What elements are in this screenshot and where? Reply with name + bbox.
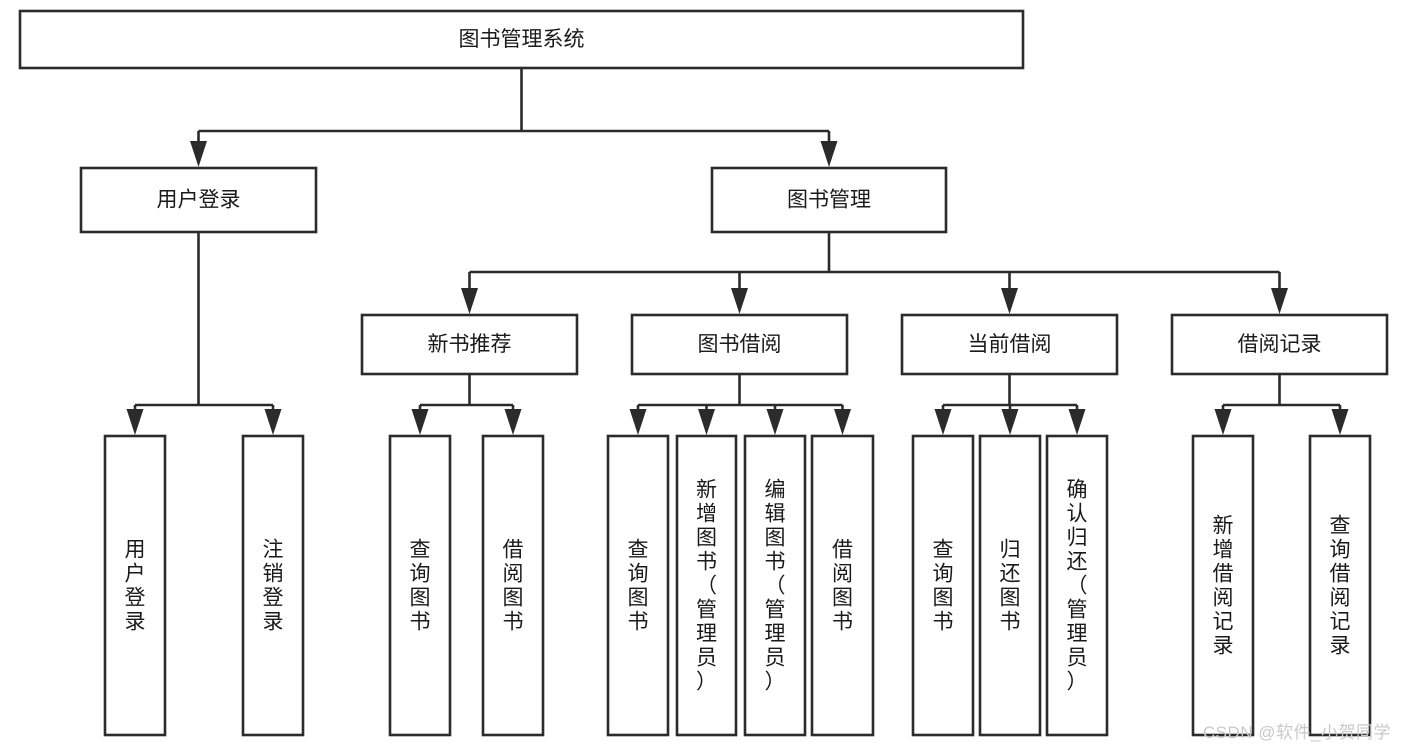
arrow-head-icon: [126, 409, 144, 435]
node-label: 新书推荐: [428, 333, 512, 356]
node-leaf-add-borrow-record[interactable]: 新增借阅记录: [1191, 434, 1255, 737]
node-label: 图书借阅: [698, 333, 782, 356]
node-box: [1308, 434, 1372, 737]
node-label: 查询图书: [628, 538, 649, 633]
node-box: [103, 434, 167, 737]
arrow-head-icon: [411, 409, 429, 435]
node-leaf-user-login[interactable]: 用户登录: [103, 434, 167, 737]
node-leaf-borrow-book[interactable]: 借阅图书: [810, 434, 875, 737]
node-label: 归还图书: [1000, 538, 1021, 633]
node-label: 新增借阅记录: [1213, 514, 1234, 657]
node-box: [743, 434, 807, 737]
arrow-head-icon: [629, 409, 647, 435]
node-leaf-query-book-current[interactable]: 查询图书: [911, 434, 975, 737]
node-leaf-confirm-return[interactable]: 确认归还（管理员）: [1045, 434, 1109, 737]
arrow-head-icon: [190, 141, 207, 167]
arrow-head-icon: [731, 288, 748, 314]
node-box: [388, 434, 452, 737]
node-label: 用户登录: [157, 189, 241, 212]
node-leaf-borrow-book-recommend[interactable]: 借阅图书: [481, 434, 545, 737]
node-label: 编辑图书（管理员）: [765, 478, 786, 693]
node-label: 查询借阅记录: [1330, 514, 1351, 657]
arrow-head-icon: [1331, 409, 1349, 435]
node-user-login[interactable]: 用户登录: [79, 166, 318, 234]
arrow-head-icon: [1271, 288, 1288, 314]
node-leaf-query-book-recommend[interactable]: 查询图书: [388, 434, 452, 737]
node-root[interactable]: 图书管理系统: [18, 9, 1025, 70]
node-leaf-logout[interactable]: 注销登录: [241, 434, 305, 737]
node-box: [360, 313, 579, 376]
node-label: 确认归还（管理员）: [1067, 478, 1088, 693]
node-box: [481, 434, 545, 737]
node-box: [710, 166, 948, 234]
node-leaf-query-borrow-record[interactable]: 查询借阅记录: [1308, 434, 1372, 737]
node-leaf-return-book[interactable]: 归还图书: [978, 434, 1042, 737]
node-box: [18, 9, 1025, 70]
edges-layer: [126, 68, 1349, 435]
node-leaf-add-book[interactable]: 新增图书（管理员）: [675, 434, 738, 737]
node-label: 借阅图书: [503, 538, 524, 633]
arrow-head-icon: [820, 141, 838, 167]
node-box: [630, 313, 849, 376]
node-box: [79, 166, 318, 234]
node-book-manage[interactable]: 图书管理: [710, 166, 948, 234]
node-box: [1170, 313, 1389, 376]
arrow-head-icon: [1001, 409, 1019, 435]
nodes-layer: 图书管理系统用户登录图书管理新书推荐图书借阅当前借阅借阅记录用户登录注销登录查询…: [18, 9, 1389, 737]
node-label: 新增图书（管理员）: [696, 478, 717, 693]
arrow-head-icon: [934, 409, 952, 435]
node-label: 查询图书: [410, 538, 431, 633]
arrow-head-icon: [766, 409, 784, 435]
node-current-borrow[interactable]: 当前借阅: [900, 313, 1119, 376]
node-box: [978, 434, 1042, 737]
node-box: [1191, 434, 1255, 737]
arrow-head-icon: [1068, 409, 1086, 435]
node-label: 借阅记录: [1238, 333, 1322, 356]
node-box: [810, 434, 875, 737]
node-label: 图书管理系统: [459, 28, 585, 51]
node-new-book-recommend[interactable]: 新书推荐: [360, 313, 579, 376]
node-borrow-record[interactable]: 借阅记录: [1170, 313, 1389, 376]
node-leaf-edit-book[interactable]: 编辑图书（管理员）: [743, 434, 807, 737]
arrow-head-icon: [264, 409, 282, 435]
node-box: [675, 434, 738, 737]
node-box: [606, 434, 670, 737]
node-box: [241, 434, 305, 737]
node-leaf-query-book-borrow[interactable]: 查询图书: [606, 434, 670, 737]
node-label: 用户登录: [125, 538, 146, 633]
node-label: 图书管理: [787, 189, 871, 212]
arrow-head-icon: [504, 409, 522, 435]
node-book-borrow[interactable]: 图书借阅: [630, 313, 849, 376]
arrow-head-icon: [698, 409, 715, 435]
node-box: [1045, 434, 1109, 737]
node-label: 当前借阅: [968, 333, 1052, 356]
arrow-head-icon: [834, 409, 851, 435]
arrow-head-icon: [1001, 288, 1018, 314]
arrow-head-icon: [1214, 409, 1232, 435]
arrow-head-icon: [461, 288, 478, 314]
node-label: 查询图书: [933, 538, 954, 633]
node-box: [900, 313, 1119, 376]
node-label: 注销登录: [263, 538, 284, 633]
node-label: 借阅图书: [832, 538, 853, 633]
node-box: [911, 434, 975, 737]
